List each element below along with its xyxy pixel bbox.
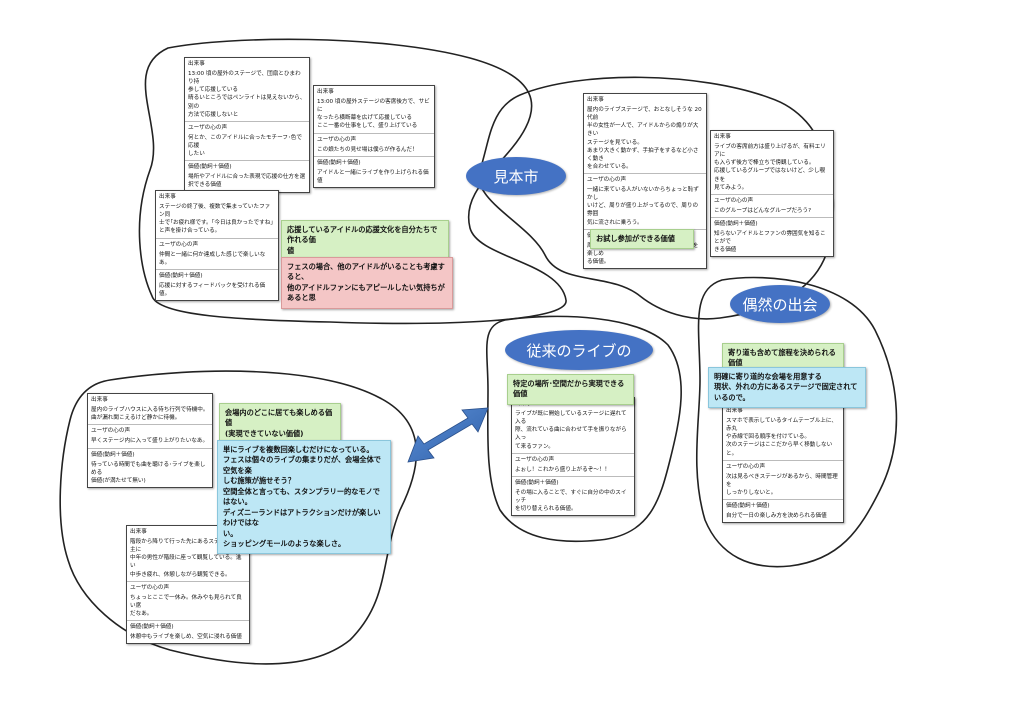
story-card: 出来事 13:00 頃の屋外のステージで、団扇とひまわり持 参して応援している 晴… bbox=[184, 57, 310, 193]
event-label: 出来事 bbox=[714, 134, 731, 140]
event-text: スマホで表示しているタイムテーブル上に、赤丸 や赤線で回る順序を付けている。 次… bbox=[726, 418, 837, 457]
event-text: ライブが既に開始しているステージに遅れて入る 際、流れている曲に合わせて手を振り… bbox=[515, 411, 627, 450]
voice-label: ユーザの心の声 bbox=[515, 456, 555, 463]
value-label: 価値(動詞＋価値) bbox=[159, 272, 203, 279]
value-text: 自分で一日の楽しみ方を決められる価値 bbox=[726, 513, 827, 520]
value-label: 価値(動詞＋価値) bbox=[317, 159, 361, 166]
voice-label: ユーザの心の声 bbox=[91, 428, 131, 435]
event-label: 出来事 bbox=[188, 61, 205, 67]
voice-text: 一緒に来ている人がいないからちょっと恥ずかし いけど、周りが盛り上がってるので、… bbox=[587, 187, 699, 226]
value-note: 特定の場所･空間だから実現できる価値 bbox=[507, 374, 634, 405]
event-label: 出来事 bbox=[91, 397, 108, 403]
voice-text: 次は見るべきステージがあるから、時間管理を しっかりしないと。 bbox=[726, 473, 838, 496]
cluster-outline-mihon-left bbox=[138, 38, 567, 325]
event-text: 13:00 頃の屋外のステージで、団扇とひまわり持 参して応援している 晴るいと… bbox=[188, 71, 306, 118]
idea-note: 単にライブを複数回楽しむだけになっている。 フェスは個々のライブの集まりだが、会… bbox=[217, 440, 391, 555]
cluster-label-mihon: 見本市 bbox=[466, 157, 566, 195]
value-text: 場所やアイドルに合った表現で応援の仕方を選 択できる価値 bbox=[188, 174, 306, 189]
cluster-outline-juurai bbox=[485, 315, 682, 543]
value-label: 価値(動詞＋価値) bbox=[130, 624, 174, 631]
event-text: ライブの客席前方は盛り上げるが、有料エリアに も入らず後方で棒立ちで傍観している… bbox=[714, 144, 826, 191]
value-label: 価値(動詞＋価値) bbox=[188, 164, 232, 171]
voice-label: ユーザの心の声 bbox=[130, 584, 170, 591]
story-card: 出来事スマホで表示しているタイムテーブル上に、赤丸 や赤線で回る順序を付けている… bbox=[722, 404, 844, 524]
voice-text: このグループはどんなグループだろう? bbox=[714, 207, 812, 214]
event-text: 屋内のライブハウスに入る待ち行列で待機中。 曲が漏れ聞こえるけど静かに待機。 bbox=[91, 407, 209, 422]
cluster-outline-guuzen bbox=[695, 276, 898, 568]
event-label: 出来事 bbox=[726, 408, 743, 414]
cluster-outline-bottom-left bbox=[59, 370, 418, 665]
cluster-label-juurai: 従来のライブの bbox=[505, 330, 653, 370]
voice-label: ユーザの心の声 bbox=[714, 197, 754, 204]
value-text: その場に入ることで、すぐに自分の中のスイッチ を切り替えられる価値。 bbox=[515, 489, 627, 513]
voice-text: この娘たちの見せ場は僕らが作るんだ！ bbox=[317, 146, 418, 153]
value-note: お試し参加ができる価値 bbox=[590, 229, 694, 250]
event-text: 屋内のライブステージで、おとなしそうな 20 代前 半の女性が一人で、アイドルか… bbox=[587, 107, 702, 170]
value-label: 価値(動詞＋価値) bbox=[91, 451, 135, 458]
value-note: 応援しているアイドルの応援文化を自分たちで作れる価 値 bbox=[281, 220, 449, 262]
idea-note: 明確に寄り道的な会場を用意する 現状、外れの方にあるステージで固定されているので… bbox=[708, 367, 866, 409]
value-text: 応援に対するフィードバックを受けれる価値。 bbox=[159, 282, 266, 298]
event-label: 出来事 bbox=[587, 97, 604, 103]
voice-label: ユーザの心の声 bbox=[726, 463, 766, 470]
value-text: 知らないアイドルとファンの雰囲気を知ることがで きる価値 bbox=[714, 231, 826, 254]
value-label: 価値(動詞＋価値) bbox=[714, 220, 758, 227]
voice-label: ユーザの心の声 bbox=[159, 241, 199, 248]
value-note: 会場内のどこに居ても楽しめる価値 (実現できていない価値) bbox=[219, 403, 341, 445]
voice-label: ユーザの心の声 bbox=[317, 136, 357, 143]
story-card: 出来事 13:00 頃の屋外ステージの客席後方で、サビに なったら横断幕を広げて応… bbox=[313, 85, 435, 189]
value-text: アイドルと一緒にライブを作り上げられる価値 bbox=[317, 169, 429, 184]
story-card: 出来事屋内のライブハウスに入る待ち行列で待機中。 曲が漏れ聞こえるけど静かに待機… bbox=[87, 393, 213, 488]
event-text: 階段から降りて行った先にあるステージで、主に 中年の男性が階段に座って観覧してい… bbox=[130, 539, 242, 578]
cluster-outline-mihon-right bbox=[478, 76, 835, 320]
voice-text: よぉし！これから盛り上がるぞ〜！！ bbox=[515, 466, 611, 473]
voice-text: 早くステージ内に入って盛り上がりたいなあ。 bbox=[91, 438, 209, 445]
event-label: 出来事 bbox=[130, 529, 147, 535]
voice-label: ユーザの心の声 bbox=[188, 124, 228, 131]
voice-text: ちょっとここで一休み。休みやも見られて良い席 だなあ。 bbox=[130, 594, 242, 617]
value-text: 休憩中もライブを楽しめ、空気に浸れる価値 bbox=[130, 634, 242, 641]
story-card: 出来事ライブが既に開始しているステージに遅れて入る 際、流れている曲に合わせて手… bbox=[511, 397, 635, 517]
value-label: 価値(動詞＋価値) bbox=[515, 479, 559, 486]
cluster-label-guuzen: 偶然の出会 bbox=[730, 285, 830, 323]
value-text: 待っている時間でも曲を聴ける･ライブを楽しめる 価値(が満たせて無い) bbox=[91, 461, 206, 484]
story-card: 出来事ライブの客席前方は盛り上げるが、有料エリアに も入らず後方で棒立ちで傍観し… bbox=[710, 130, 834, 258]
voice-text: 何とか、このアイドルに合ったモチーフ･色で応援 したい bbox=[188, 134, 302, 158]
voice-label: ユーザの心の声 bbox=[587, 176, 627, 183]
value-label: 価値(動詞＋価値) bbox=[726, 503, 770, 510]
story-card: 出来事ステージの終了後、複数で集まっていたファン同 士で｢お疲れ様です。｢今日は… bbox=[155, 190, 279, 302]
event-text: 13:00 頃の屋外ステージの客席後方で、サビに なったら横断幕を広げて応援して… bbox=[317, 99, 430, 130]
event-text: ステージの終了後、複数で集まっていたファン同 士で｢お疲れ様です。｢今日は良かっ… bbox=[159, 204, 274, 235]
event-label: 出来事 bbox=[159, 194, 176, 200]
bidirectional-arrow bbox=[407, 407, 489, 463]
consideration-note: フェスの場合、他のアイドルがいることも考慮すると、 他のアイドルファンにもアピー… bbox=[281, 257, 453, 309]
voice-text: 仲間と一緒に何か達成した感じで楽しいなあ。 bbox=[159, 251, 266, 266]
event-label: 出来事 bbox=[317, 89, 334, 95]
